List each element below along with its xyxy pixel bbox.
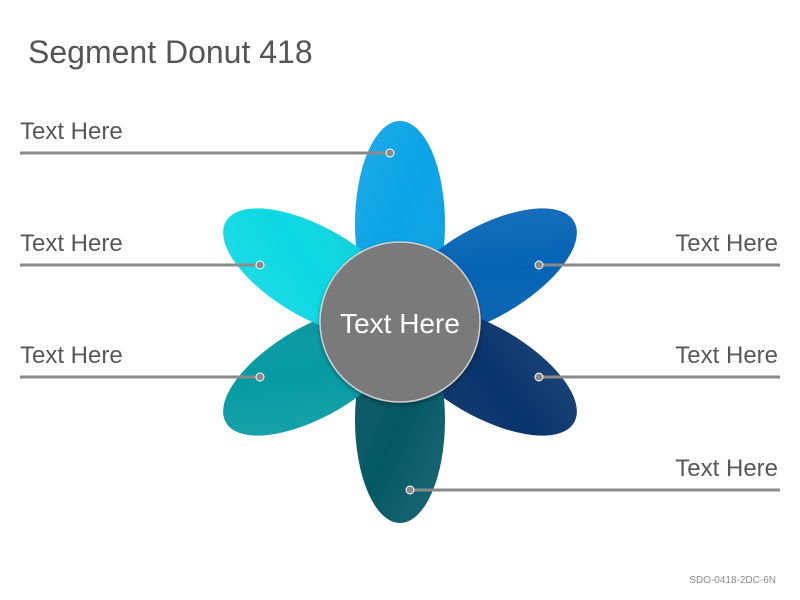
label-right-bottom: Text Here <box>675 455 778 482</box>
center-circle <box>319 241 481 403</box>
connector-dot-right-bottom <box>405 485 415 495</box>
center-label: Text Here <box>340 308 460 339</box>
label-right-top: Text Here <box>675 230 778 257</box>
slide-code: SDO-0418-2DC-6N <box>689 575 776 586</box>
connector-dot-right-top <box>534 260 544 270</box>
page-title: Segment Donut 418 <box>28 34 313 70</box>
label-left-top: Text Here <box>20 118 123 145</box>
label-right-middle: Text Here <box>675 342 778 369</box>
connector-dot-right-middle <box>534 372 544 382</box>
connector-dot-left-middle <box>255 260 265 270</box>
label-left-bottom: Text Here <box>20 342 123 369</box>
label-left-middle: Text Here <box>20 230 123 257</box>
connector-dot-left-bottom <box>255 372 265 382</box>
connector-dot-left-top <box>385 148 395 158</box>
